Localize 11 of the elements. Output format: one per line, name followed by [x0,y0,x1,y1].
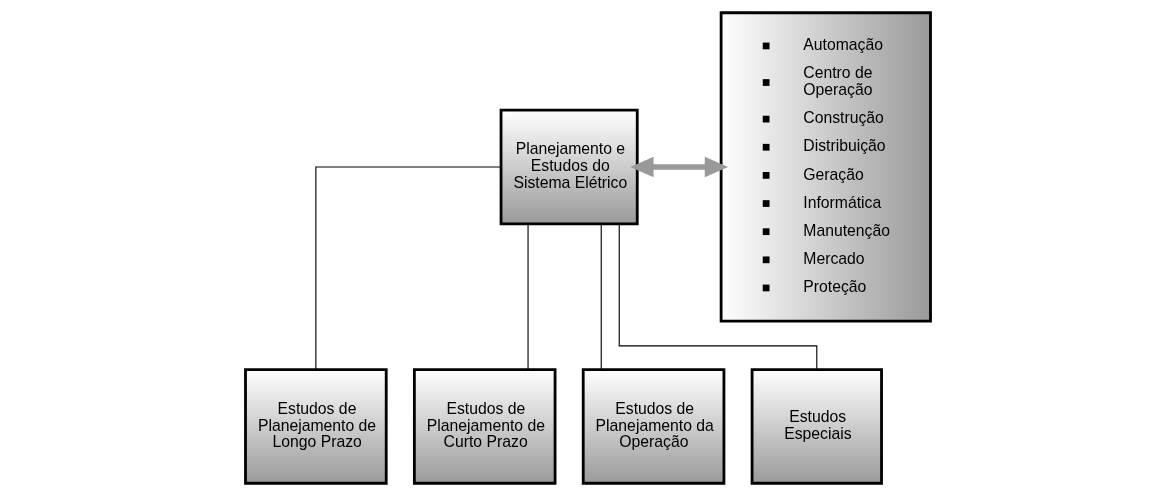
connector [618,223,818,370]
connector [315,166,502,371]
node-box: Estudos de Planejamento da Operação [581,368,726,485]
node-box: Automação Centro de Operação Construção Distribuição Geração Informática Manutenção Mercado Proteção [719,11,932,323]
arrow [630,156,729,178]
node-box: Estudos de Planejamento de Longo Prazo [244,368,388,485]
connector [527,223,529,370]
node-box: Estudos de Planejamento de Curto Prazo [412,368,557,485]
node-box: Planejamento e Estudos do Sistema Elétrico [499,108,639,226]
connector [600,223,602,370]
node-box: Estudos Especiais [750,368,883,485]
